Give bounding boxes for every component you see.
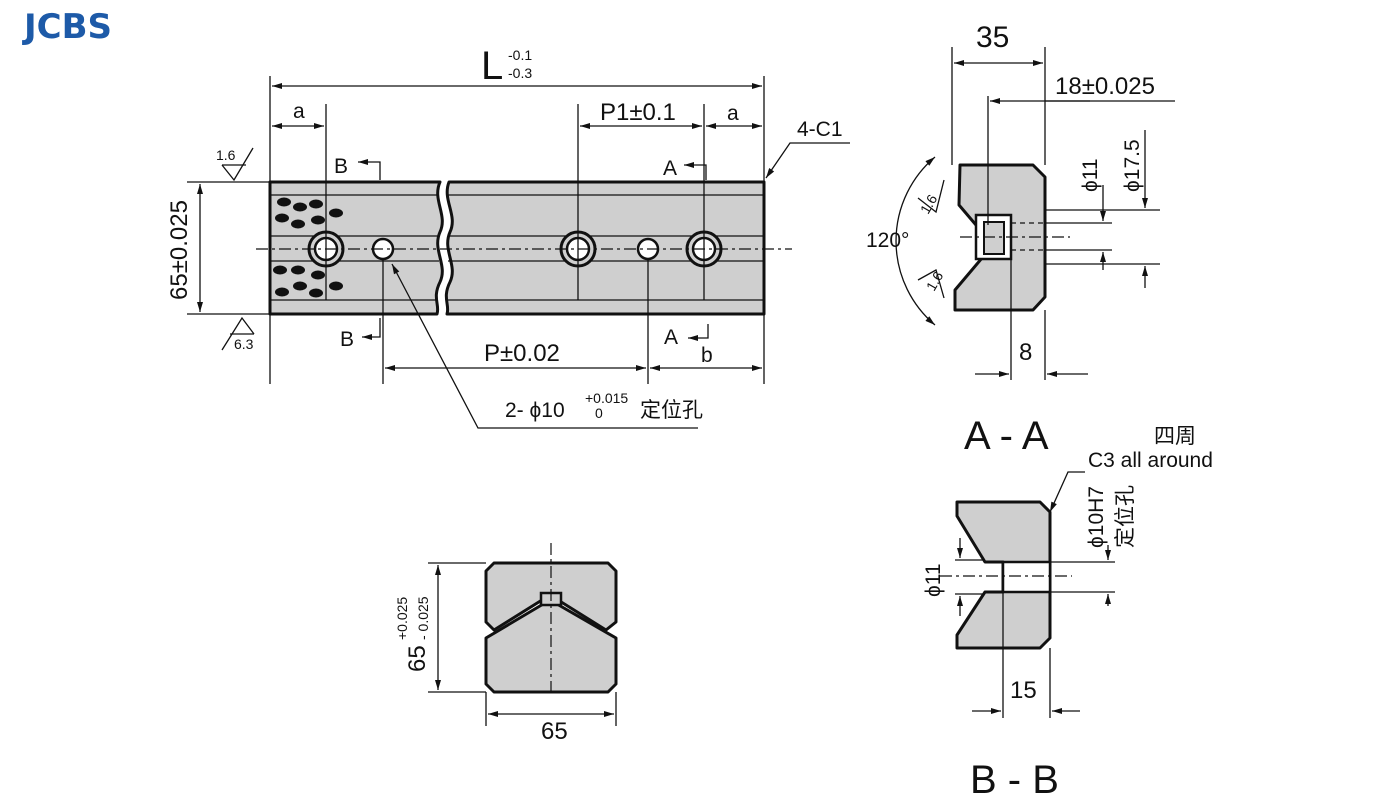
- height-label: 65±0.025: [166, 200, 193, 300]
- bb-bottom-dim: 15: [1010, 677, 1037, 704]
- length-tol-upper: -0.1: [508, 47, 532, 63]
- end-height-tol-lower: - 0.025: [415, 596, 431, 640]
- a-left-label: a: [293, 100, 305, 123]
- chamfer-label: 4-C1: [797, 118, 843, 141]
- aa-offset-label: 18±0.025: [1055, 73, 1155, 100]
- end-view-upper: [484, 561, 618, 632]
- section-aa: 35 18±0.025 ϕ11 ϕ17.5 120° 1.6 1.6 8 A -…: [866, 21, 1175, 458]
- aa-title: A - A: [964, 414, 1049, 458]
- section-bb: 四周 C3 all around ϕ10H7 定位孔 ϕ11 15 B - B: [922, 425, 1213, 802]
- hole-suffix: 定位孔: [640, 399, 703, 422]
- bb-note-cn: 四周: [1154, 425, 1196, 448]
- bb-title: B - B: [970, 758, 1059, 802]
- graphite-plugs-bottom: [273, 265, 343, 298]
- roughness-bottom: 6.3: [234, 336, 254, 352]
- length-tol-lower: -0.3: [508, 65, 532, 81]
- section-b-top: B: [334, 155, 348, 178]
- end-view: 65 +0.025 - 0.025 65: [394, 543, 618, 745]
- section-a-top: A: [663, 157, 677, 180]
- section-a-bottom: A: [664, 326, 678, 349]
- bb-hole-cn: 定位孔: [1114, 485, 1137, 548]
- hole-tol-lower: 0: [595, 405, 603, 421]
- roughness-top: 1.6: [216, 147, 236, 163]
- b-label: b: [701, 344, 713, 367]
- a-right-label: a: [727, 102, 739, 125]
- bb-note-en: C3 all around: [1088, 449, 1213, 472]
- aa-phi-large: ϕ17.5: [1121, 139, 1144, 192]
- aa-angle-label: 120°: [866, 229, 909, 252]
- length-label: L: [481, 44, 503, 88]
- pitch-label: P±0.02: [484, 340, 560, 367]
- end-width-label: 65: [541, 718, 568, 745]
- graphite-plugs-top: [275, 197, 343, 229]
- bb-phi-small: ϕ11: [922, 563, 945, 597]
- brand-logo: JCBS: [22, 7, 112, 47]
- end-height-value: 65: [404, 645, 431, 672]
- section-b-bottom: B: [340, 328, 354, 351]
- p1-label: P1±0.1: [600, 99, 676, 126]
- rail-body-left: [268, 180, 444, 316]
- bb-phi-hole: ϕ10H7: [1085, 486, 1108, 548]
- aa-roughness-top: 1.6: [917, 191, 941, 216]
- aa-width-label: 35: [976, 21, 1009, 54]
- hole-prefix: 2- ϕ10: [505, 399, 565, 422]
- aa-roughness-bottom: 1.6: [923, 268, 947, 293]
- aa-bottom-dim: 8: [1019, 339, 1032, 366]
- hole-tol-upper: +0.015: [585, 390, 628, 406]
- end-height-tol-upper: +0.025: [394, 597, 410, 640]
- rail-body-right: [444, 180, 766, 316]
- aa-phi-small: ϕ11: [1079, 158, 1102, 192]
- front-view: L -0.1 -0.3 a P1±0.1 a 4-C1 B A B A 65±0…: [166, 44, 850, 429]
